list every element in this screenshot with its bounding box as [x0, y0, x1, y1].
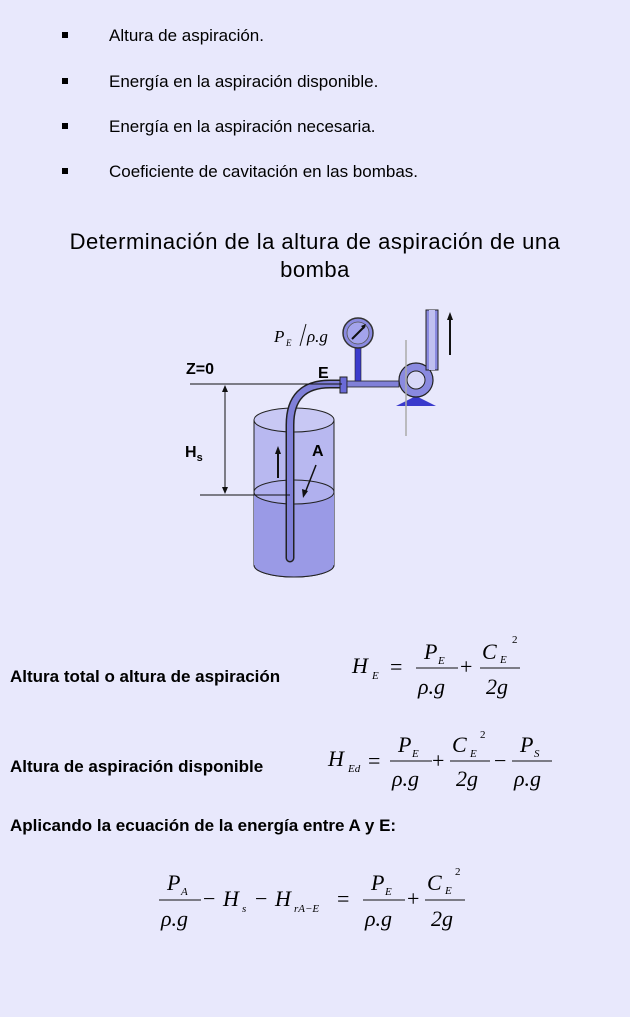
svg-text:2g: 2g	[486, 674, 508, 699]
svg-text:−: −	[255, 886, 267, 911]
svg-text:2: 2	[512, 634, 518, 646]
svg-text:P: P	[273, 327, 284, 346]
list-item-text: Altura de aspiración.	[109, 26, 264, 45]
formula-1-label: Altura total o altura de aspiración	[10, 667, 281, 686]
bullet-marker	[62, 32, 68, 38]
svg-text:=: =	[337, 886, 349, 911]
svg-text:ρ.g: ρ.g	[513, 766, 541, 791]
list-item: Altura de aspiración.	[0, 24, 630, 48]
formula-2: H Ed = P E ρ.g + C E 2 2g − P S ρ.g	[327, 729, 552, 791]
z-zero-label: Z=0	[186, 361, 214, 378]
bullet-marker	[62, 168, 68, 174]
gauge-stem	[354, 343, 362, 382]
formula-3: P A ρ.g − H s − H rA−E = P E ρ.g + C E 2…	[159, 866, 465, 931]
gauge-formula-label: P E ρ.g	[273, 323, 328, 348]
formula-3-label: Aplicando la ecuación de la energía entr…	[10, 816, 397, 835]
svg-text:P: P	[166, 870, 180, 895]
svg-text:ρ.g: ρ.g	[391, 766, 419, 791]
svg-text:rA−E: rA−E	[294, 903, 319, 915]
pump-icon	[396, 309, 439, 436]
svg-text:P: P	[423, 639, 437, 664]
flange-e	[339, 376, 348, 394]
bullet-marker	[62, 123, 68, 129]
bullet-marker	[62, 78, 68, 84]
svg-text:E: E	[469, 748, 477, 760]
hs-label: Hs	[185, 444, 203, 464]
hs-dimension-icon	[222, 385, 228, 494]
point-a-arrow-icon	[302, 464, 317, 498]
inlet-pipe	[346, 380, 400, 388]
svg-text:2: 2	[455, 866, 461, 878]
formula-1: H E = P E ρ.g + C E 2 2g	[351, 634, 520, 699]
point-e-label: E	[318, 365, 329, 382]
list-item: Energía en la aspiración disponible.	[0, 70, 630, 94]
svg-text:C: C	[482, 639, 497, 664]
svg-text:ρ.g: ρ.g	[417, 674, 445, 699]
svg-text:A: A	[180, 886, 188, 898]
svg-text:E: E	[411, 748, 419, 760]
svg-text:Ed: Ed	[347, 763, 361, 775]
svg-text:P: P	[519, 732, 533, 757]
pressure-gauge-icon	[342, 317, 374, 349]
svg-text:+: +	[432, 748, 444, 773]
svg-text:2: 2	[480, 729, 486, 741]
svg-text:E: E	[384, 886, 392, 898]
formula-2-label: Altura de aspiración disponible	[10, 757, 264, 776]
list-item-text: Coeficiente de cavitación en las bombas.	[109, 162, 419, 181]
svg-text:s: s	[242, 903, 246, 915]
svg-text:ρ.g: ρ.g	[306, 327, 328, 346]
svg-text:E: E	[285, 338, 292, 348]
svg-text:H: H	[274, 886, 292, 911]
svg-text:+: +	[460, 654, 472, 679]
flow-arrow-icon	[447, 312, 453, 355]
heading-line-2: bomba	[280, 257, 350, 282]
section-heading: Determinación de la altura de aspiración…	[0, 228, 630, 284]
svg-text:2g: 2g	[456, 766, 478, 791]
svg-text:+: +	[407, 886, 419, 911]
heading-line-1: Determinación de la altura de aspiración…	[69, 229, 561, 254]
svg-text:=: =	[368, 748, 380, 773]
svg-text:−: −	[494, 748, 506, 773]
list-item: Coeficiente de cavitación en las bombas.	[0, 160, 630, 184]
svg-text:E: E	[499, 654, 507, 666]
list-item: Energía en la aspiración necesaria.	[0, 115, 630, 139]
point-a-label: A	[312, 443, 324, 460]
svg-text:H: H	[327, 746, 345, 771]
pump-suction-diagram: Z=0 E A Hs P E ρ.g	[185, 309, 453, 578]
svg-text:H: H	[351, 653, 369, 678]
svg-text:S: S	[534, 748, 540, 760]
flow-arrow-icon	[275, 446, 281, 478]
svg-text:E: E	[437, 655, 445, 667]
svg-text:C: C	[427, 870, 442, 895]
svg-text:ρ.g: ρ.g	[364, 906, 392, 931]
svg-text:E: E	[371, 670, 379, 682]
svg-text:=: =	[390, 654, 402, 679]
svg-text:C: C	[452, 732, 467, 757]
svg-text:E: E	[444, 885, 452, 897]
svg-text:P: P	[370, 870, 384, 895]
svg-text:−: −	[203, 886, 215, 911]
svg-text:2g: 2g	[431, 906, 453, 931]
list-item-text: Energía en la aspiración necesaria.	[109, 117, 376, 136]
svg-text:ρ.g: ρ.g	[160, 906, 188, 931]
svg-text:H: H	[222, 886, 240, 911]
list-item-text: Energía en la aspiración disponible.	[109, 72, 379, 91]
svg-text:P: P	[397, 732, 411, 757]
